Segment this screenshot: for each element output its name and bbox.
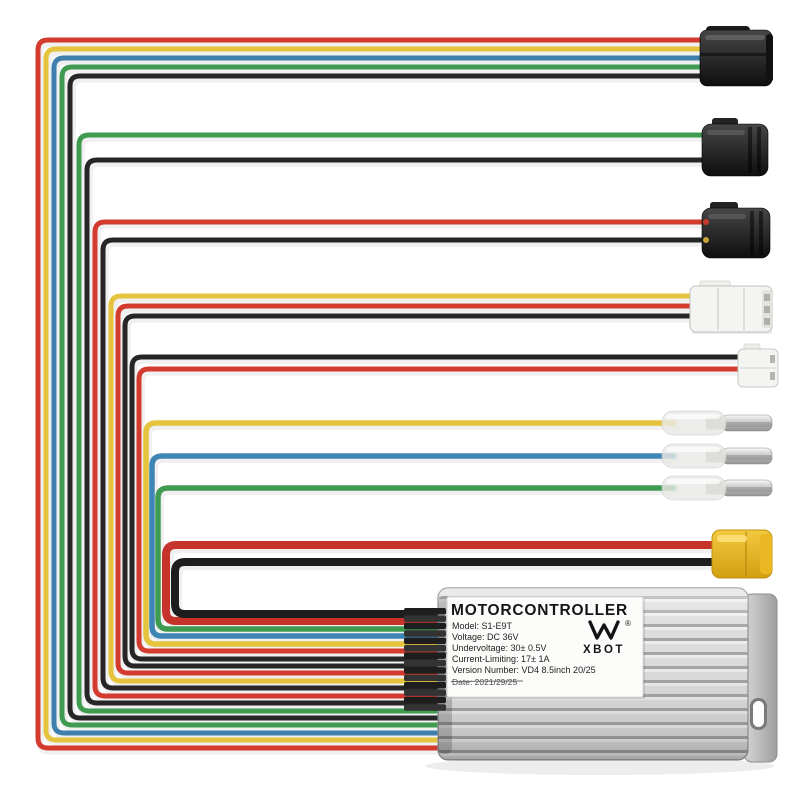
white-2pin-connector: [737, 343, 779, 388]
label-title: MOTORCONTROLLER: [451, 602, 628, 619]
wire-housing: [404, 689, 446, 696]
label-line-version: Version Number: VD4 8.5inch 20/25: [452, 665, 596, 675]
pin-slot: [770, 355, 775, 363]
pin-slot: [764, 294, 770, 301]
wiring-harness: [35, 37, 747, 751]
xt60-power-connector: [711, 529, 773, 579]
pin-slot: [764, 318, 770, 325]
white-connector-body: [689, 285, 773, 333]
controller-shadow: [425, 757, 775, 775]
wire-power-black: [171, 558, 728, 618]
wire-housing: [404, 704, 446, 711]
hall-connector-seam: [700, 53, 772, 56]
wire-display-yellow: [108, 293, 701, 684]
xbot-brand: XBOT: [583, 644, 625, 656]
blade-shade: [722, 422, 772, 427]
label-line-voltage: Voltage: DC 36V: [452, 632, 519, 642]
wire-display-red: [115, 303, 701, 676]
crimp-seal-gold: [703, 237, 709, 243]
date-strike-mark: [450, 680, 524, 682]
wire-housing: [404, 645, 446, 652]
sm-connector-rib: [750, 211, 754, 255]
wire-housing: [404, 615, 446, 622]
xt60-highlight: [717, 535, 747, 542]
mounting-flange: [743, 593, 778, 763]
mounting-slot-hole: [753, 701, 764, 727]
wire-power-red: [162, 541, 728, 625]
wire-exit-bundle: [404, 608, 446, 711]
label-line-undervoltage: Undervoltage: 30± 0.5V: [452, 643, 547, 653]
black-2pin-connector-b: [701, 202, 771, 259]
black-2pin-connector-a: [701, 118, 769, 177]
label-line-current: Current-Limiting: 17± 1A: [452, 654, 549, 664]
sleeve-highlight: [666, 447, 720, 452]
xbot-logo: ® XBOT: [583, 619, 631, 656]
wire-housing: [404, 674, 446, 682]
spade-terminal-green: [661, 475, 773, 501]
white-3pin-connector: [689, 280, 773, 334]
xt60-endface: [760, 534, 772, 574]
wire-hall-green: [59, 64, 711, 728]
sm-connector-highlight: [707, 130, 745, 135]
wire-aux-black: [129, 354, 747, 662]
motor-controller: MOTORCONTROLLER Model: S1-E9T Voltage: D…: [425, 587, 778, 775]
wire-housing: [404, 682, 446, 689]
sm-connector-highlight: [708, 214, 746, 219]
sm-connector-rib: [759, 211, 763, 255]
spade-terminal-blue: [661, 443, 773, 469]
wire-housing: [404, 622, 446, 630]
wire-sensor2-green: [76, 132, 711, 714]
label-paper: [446, 596, 644, 698]
wire-housing: [404, 667, 446, 674]
wire-display-black: [122, 313, 701, 669]
pin-slot: [770, 372, 775, 380]
wire-housing: [404, 637, 446, 645]
crimp-seal-red: [703, 219, 709, 225]
wire-aux-red: [136, 366, 747, 654]
label-line-model: Model: S1-E9T: [452, 621, 513, 631]
wire-hall-red: [35, 37, 711, 751]
motor-hall-connector: [699, 26, 773, 87]
wire-sensor2-black: [84, 157, 711, 706]
wire-hall-blue: [51, 55, 711, 736]
wire-housing: [404, 659, 446, 667]
wire-hall-black: [67, 73, 711, 721]
spade-terminal-yellow: [661, 410, 773, 436]
sm-connector-rib: [757, 127, 761, 173]
hall-connector-highlight: [705, 35, 765, 40]
pin-slot: [764, 306, 770, 313]
wire-sensor3-black: [100, 237, 711, 691]
wire-phase-yellow: [143, 420, 677, 647]
wire-sensor3-red: [92, 219, 711, 699]
sm-connector-rib: [748, 127, 752, 173]
wire-hall-yellow: [43, 46, 711, 743]
wire-housing: [404, 630, 446, 637]
sleeve-highlight: [666, 414, 720, 419]
wire-phase-blue: [149, 453, 677, 639]
registered-icon: ®: [625, 619, 631, 628]
wire-housing: [404, 652, 446, 659]
blade-shade: [722, 455, 772, 460]
label-line-date: Date: 2021/29/25: [452, 677, 517, 687]
wire-phase-green: [155, 485, 677, 632]
spec-label: MOTORCONTROLLER Model: S1-E9T Voltage: D…: [446, 596, 645, 699]
hall-connector-endface: [766, 34, 773, 82]
sleeve-highlight: [666, 479, 720, 484]
xbot-w-icon: [588, 620, 620, 640]
blade-shade: [722, 487, 772, 492]
wire-housing: [404, 696, 446, 704]
wire-housing: [404, 608, 446, 615]
